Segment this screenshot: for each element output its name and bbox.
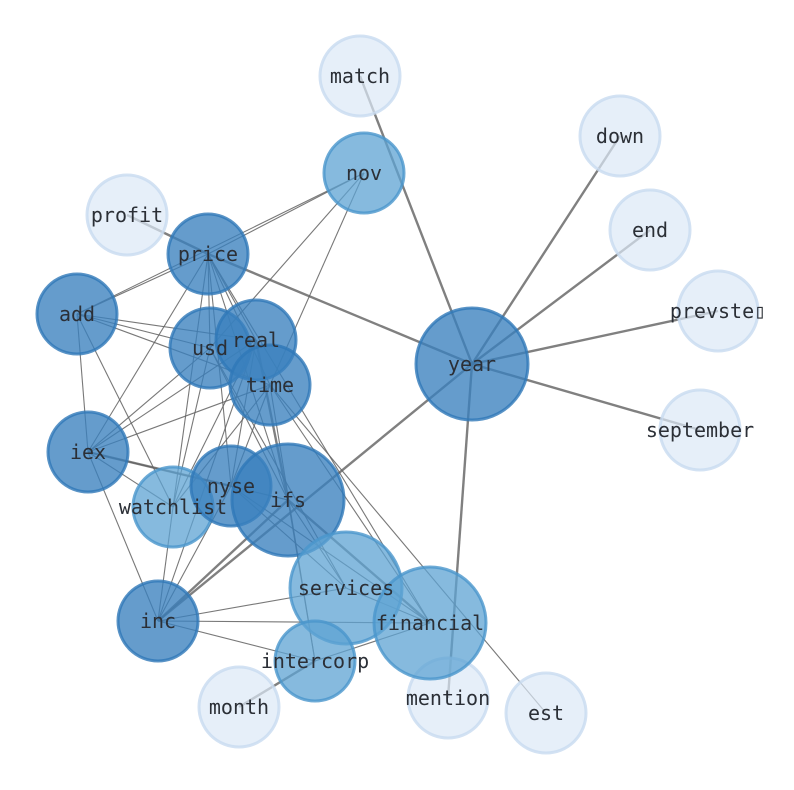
- node-label-iex: iex: [70, 440, 106, 464]
- node-ifs[interactable]: [230, 442, 346, 558]
- node-prevste[interactable]: [676, 269, 760, 353]
- node-september[interactable]: [658, 388, 742, 472]
- node-label-financial: financial: [376, 611, 484, 635]
- node-price[interactable]: [166, 212, 250, 296]
- node-label-nov: nov: [346, 161, 382, 185]
- node-inc[interactable]: [116, 579, 200, 663]
- node-label-profit: profit: [91, 203, 163, 227]
- node-label-est: est: [528, 701, 564, 725]
- node-label-mention: mention: [406, 686, 490, 710]
- nodes-layer: match down end prevste▯ september profit month…: [35, 34, 766, 755]
- node-add[interactable]: [35, 272, 119, 356]
- node-label-price: price: [178, 242, 238, 266]
- node-label-intercorp: intercorp: [261, 649, 369, 673]
- node-label-prevste: prevste▯: [670, 299, 766, 323]
- node-end[interactable]: [608, 188, 692, 272]
- node-label-nyse: nyse: [207, 474, 255, 498]
- node-label-real: real: [232, 328, 280, 352]
- node-iex[interactable]: [46, 410, 130, 494]
- node-down[interactable]: [578, 94, 662, 178]
- node-profit[interactable]: [85, 173, 169, 257]
- node-label-add: add: [59, 302, 95, 326]
- node-label-year: year: [448, 352, 496, 376]
- node-year[interactable]: [414, 306, 530, 422]
- node-label-usd: usd: [192, 336, 228, 360]
- node-match[interactable]: [318, 34, 402, 118]
- node-label-end: end: [632, 218, 668, 242]
- node-time[interactable]: [228, 343, 312, 427]
- node-label-month: month: [209, 695, 269, 719]
- node-month[interactable]: [197, 665, 281, 749]
- node-label-ifs: ifs: [270, 488, 306, 512]
- node-intercorp[interactable]: [273, 619, 357, 703]
- node-label-down: down: [596, 124, 644, 148]
- edge-est-time: [269, 384, 547, 714]
- node-label-september: september: [646, 418, 754, 442]
- node-label-match: match: [330, 64, 390, 88]
- node-est[interactable]: [504, 671, 588, 755]
- node-label-watchlist: watchlist: [119, 495, 227, 519]
- node-label-inc: inc: [140, 609, 176, 633]
- node-label-services: services: [298, 576, 394, 600]
- node-nov[interactable]: [322, 131, 406, 215]
- node-financial[interactable]: [372, 565, 488, 681]
- node-label-time: time: [246, 373, 294, 397]
